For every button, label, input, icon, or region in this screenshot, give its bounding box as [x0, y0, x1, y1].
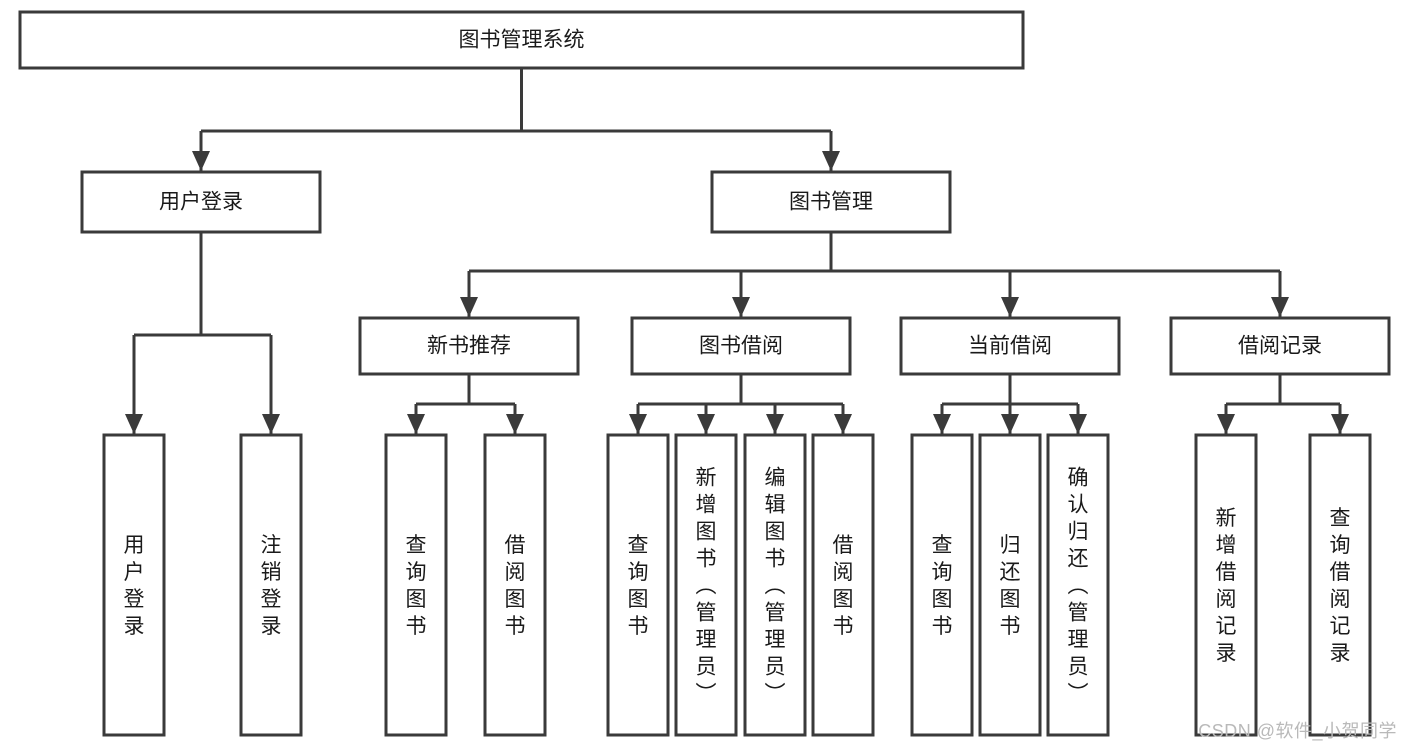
- node-leaf-add-record[interactable]: 新增借阅记录: [1194, 433, 1258, 737]
- node-leaf-user-login-box: [102, 433, 166, 737]
- node-leaf-user-login[interactable]: 用户登录: [102, 433, 166, 737]
- arrow-head-icon: [1217, 414, 1235, 434]
- arrow-head-icon: [933, 414, 951, 434]
- node-root-system-box: [18, 10, 1025, 70]
- arrow-head-icon: [1001, 414, 1019, 434]
- node-new-book-rec[interactable]: 新书推荐: [358, 316, 580, 376]
- node-leaf-add-record-box: [1194, 433, 1258, 737]
- root-to-level1: [192, 68, 840, 171]
- node-leaf-query-book-3-label: 查询图书: [932, 534, 953, 638]
- node-leaf-query-book-1[interactable]: 查询图书: [384, 433, 448, 737]
- arrow-head-icon: [262, 414, 280, 434]
- node-current-borrow-box: [899, 316, 1121, 376]
- node-leaf-edit-book-box: [743, 433, 807, 737]
- arrow-head-icon: [629, 414, 647, 434]
- node-book-borrow-box: [630, 316, 852, 376]
- node-new-book-rec-box: [358, 316, 580, 376]
- currentborrow-to-leaves: [933, 374, 1087, 434]
- arrow-head-icon: [506, 414, 524, 434]
- node-new-book-rec-label: 新书推荐: [427, 335, 511, 358]
- node-user-login[interactable]: 用户登录: [80, 170, 322, 234]
- arrow-head-icon: [407, 414, 425, 434]
- node-leaf-query-record-label: 查询借阅记录: [1330, 507, 1351, 665]
- node-leaf-return-book-label: 归还图书: [1000, 534, 1021, 638]
- node-layer: 图书管理系统用户登录图书管理新书推荐图书借阅当前借阅借阅记录用户登录注销登录查询…: [18, 10, 1391, 737]
- node-leaf-borrow-book-1-label: 借阅图书: [505, 534, 526, 638]
- arrow-head-icon: [192, 151, 210, 171]
- node-leaf-user-login-label: 用户登录: [124, 534, 145, 638]
- node-book-manage-box: [710, 170, 952, 234]
- node-borrow-record-box: [1169, 316, 1391, 376]
- node-user-login-label: 用户登录: [159, 191, 243, 214]
- node-leaf-borrow-book-1-box: [483, 433, 547, 737]
- node-leaf-confirm-return-label: 确认归还︵管理员︶: [1068, 467, 1089, 706]
- node-leaf-add-record-label: 新增借阅记录: [1216, 507, 1237, 665]
- node-user-login-box: [80, 170, 322, 234]
- node-root-system[interactable]: 图书管理系统: [18, 10, 1025, 70]
- node-leaf-query-book-3-box: [910, 433, 974, 737]
- arrow-head-icon: [125, 414, 143, 434]
- node-leaf-edit-book[interactable]: 编辑图书︵管理员︶: [743, 433, 807, 737]
- node-leaf-borrow-book-2-label: 借阅图书: [833, 534, 854, 638]
- node-current-borrow-label: 当前借阅: [968, 335, 1052, 358]
- node-root-system-label: 图书管理系统: [459, 29, 585, 52]
- node-book-manage[interactable]: 图书管理: [710, 170, 952, 234]
- node-leaf-query-book-2-box: [606, 433, 670, 737]
- arrow-head-icon: [1271, 297, 1289, 317]
- bookmanage-to-level2: [460, 232, 1289, 317]
- node-leaf-edit-book-label: 编辑图书︵管理员︶: [765, 467, 786, 706]
- node-leaf-add-book-box: [674, 433, 738, 737]
- node-leaf-logout-box: [239, 433, 303, 737]
- node-leaf-query-book-1-box: [384, 433, 448, 737]
- bookborrow-to-leaves: [629, 374, 852, 434]
- node-book-borrow-label: 图书借阅: [699, 335, 783, 358]
- node-leaf-add-book-label: 新增图书︵管理员︶: [696, 467, 717, 706]
- newbook-to-leaves: [407, 374, 524, 434]
- arrow-head-icon: [732, 297, 750, 317]
- node-leaf-confirm-return[interactable]: 确认归还︵管理员︶: [1046, 433, 1110, 737]
- node-book-borrow[interactable]: 图书借阅: [630, 316, 852, 376]
- arrow-head-icon: [460, 297, 478, 317]
- node-leaf-query-book-1-label: 查询图书: [406, 534, 427, 638]
- arrow-head-icon: [822, 151, 840, 171]
- node-borrow-record[interactable]: 借阅记录: [1169, 316, 1391, 376]
- node-borrow-record-label: 借阅记录: [1238, 335, 1322, 358]
- node-leaf-logout-label: 注销登录: [261, 534, 282, 638]
- arrow-head-icon: [1069, 414, 1087, 434]
- node-leaf-borrow-book-1[interactable]: 借阅图书: [483, 433, 547, 737]
- node-leaf-query-book-2[interactable]: 查询图书: [606, 433, 670, 737]
- arrow-head-icon: [834, 414, 852, 434]
- node-leaf-borrow-book-2[interactable]: 借阅图书: [811, 433, 875, 737]
- arrow-head-icon: [766, 414, 784, 434]
- node-leaf-return-book-box: [978, 433, 1042, 737]
- borrowrecord-to-leaves: [1217, 374, 1349, 434]
- node-leaf-add-book[interactable]: 新增图书︵管理员︶: [674, 433, 738, 737]
- node-leaf-query-record[interactable]: 查询借阅记录: [1308, 433, 1372, 737]
- arrow-head-icon: [1001, 297, 1019, 317]
- node-leaf-confirm-return-box: [1046, 433, 1110, 737]
- node-leaf-query-record-box: [1308, 433, 1372, 737]
- userlogin-to-leaves: [125, 232, 280, 434]
- node-leaf-logout[interactable]: 注销登录: [239, 433, 303, 737]
- arrow-head-icon: [1331, 414, 1349, 434]
- node-leaf-query-book-2-label: 查询图书: [628, 534, 649, 638]
- node-leaf-borrow-book-2-box: [811, 433, 875, 737]
- node-book-manage-label: 图书管理: [789, 191, 873, 214]
- node-leaf-return-book[interactable]: 归还图书: [978, 433, 1042, 737]
- node-leaf-query-book-3[interactable]: 查询图书: [910, 433, 974, 737]
- arrow-head-icon: [697, 414, 715, 434]
- node-current-borrow[interactable]: 当前借阅: [899, 316, 1121, 376]
- connector-layer: [125, 68, 1349, 434]
